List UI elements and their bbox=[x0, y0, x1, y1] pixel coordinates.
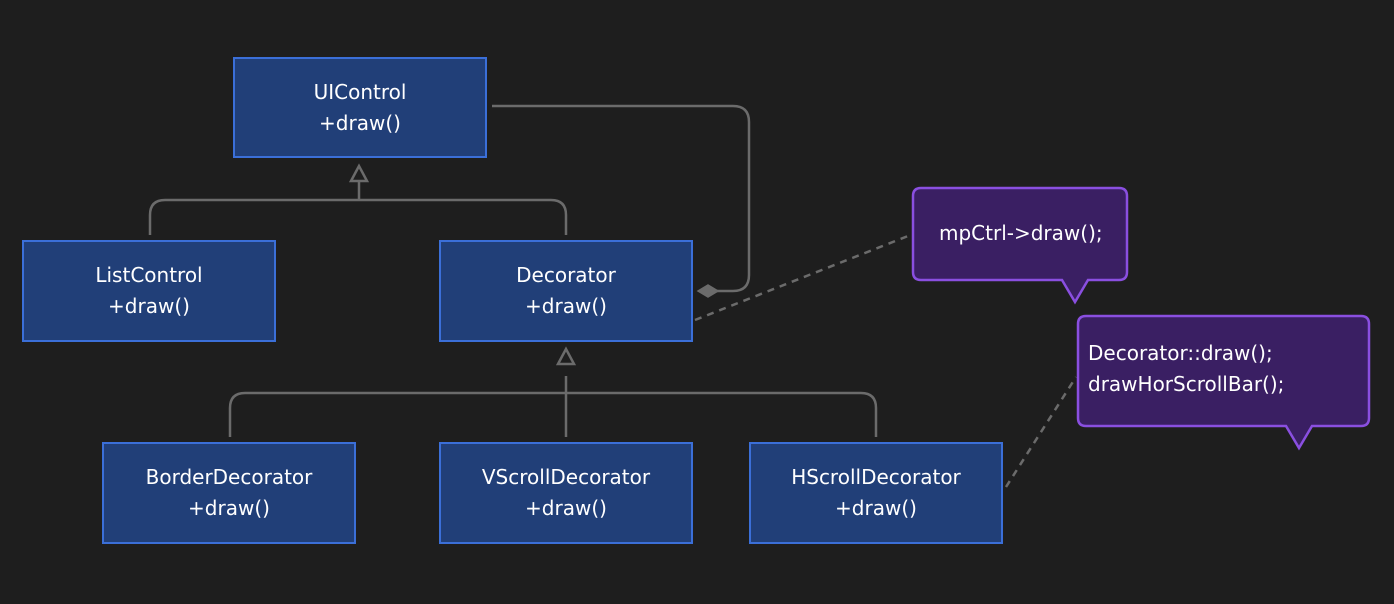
class-border-decorator[interactable]: BorderDecorator +draw() bbox=[102, 442, 356, 544]
note-connector-decorator bbox=[694, 234, 909, 322]
generalization-arrowhead-decorator bbox=[555, 346, 577, 366]
class-method-decorator: +draw() bbox=[525, 294, 607, 318]
generalization-arrowhead-uicontrol bbox=[348, 163, 370, 183]
class-listcontrol[interactable]: ListControl +draw() bbox=[22, 240, 276, 342]
class-name-decorator: Decorator bbox=[516, 263, 616, 287]
note-bubble-decorator bbox=[911, 186, 1129, 305]
inheritance-edge-decorator bbox=[228, 376, 878, 437]
class-name-uicontrol: UIControl bbox=[313, 79, 407, 104]
class-name-hscroll-decorator: HScrollDecorator bbox=[791, 465, 961, 489]
class-uicontrol[interactable]: UIControl +draw() bbox=[233, 57, 487, 158]
generalization-line-decorator bbox=[359, 198, 568, 235]
class-method-uicontrol: +draw() bbox=[319, 110, 401, 135]
note-line: Decorator::draw(); bbox=[1088, 341, 1273, 365]
note-text-decorator: mpCtrl->draw(); bbox=[939, 218, 1103, 249]
class-name-vscroll-decorator: VScrollDecorator bbox=[481, 465, 651, 489]
class-name-listcontrol: ListControl bbox=[95, 263, 203, 287]
class-vscroll-decorator[interactable]: VScrollDecorator +draw() bbox=[439, 442, 693, 544]
inheritance-edge-uicontrol bbox=[148, 182, 568, 235]
class-hscroll-decorator[interactable]: HScrollDecorator +draw() bbox=[749, 442, 1003, 544]
class-method-border-decorator: +draw() bbox=[188, 496, 270, 520]
aggregation-diamond bbox=[696, 284, 720, 298]
class-method-listcontrol: +draw() bbox=[108, 294, 190, 318]
note-text-hscroll: Decorator::draw(); drawHorScrollBar(); bbox=[1088, 338, 1284, 400]
note-connector-hscroll bbox=[1004, 376, 1078, 488]
generalization-line-border-decorator bbox=[228, 391, 566, 437]
note-line: drawHorScrollBar(); bbox=[1088, 372, 1285, 396]
generalization-line-hscroll-decorator bbox=[566, 391, 878, 437]
aggregation-line-decorator-uicontrol bbox=[492, 104, 751, 293]
class-method-hscroll-decorator: +draw() bbox=[835, 496, 917, 520]
class-decorator[interactable]: Decorator +draw() bbox=[439, 240, 693, 342]
generalization-line-listcontrol bbox=[148, 198, 359, 235]
note-bubble-hscroll bbox=[1076, 314, 1371, 451]
class-name-border-decorator: BorderDecorator bbox=[145, 465, 313, 489]
class-method-vscroll-decorator: +draw() bbox=[525, 496, 607, 520]
note-line: mpCtrl->draw(); bbox=[939, 221, 1103, 245]
